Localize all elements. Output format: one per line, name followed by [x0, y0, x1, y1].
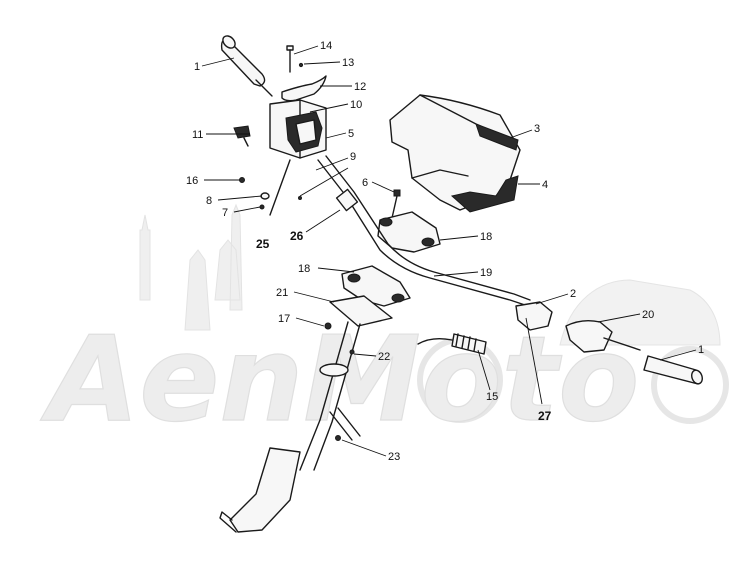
- callout-14: 14: [320, 40, 332, 52]
- callout-25: 25: [256, 237, 270, 251]
- callout-26: 26: [290, 229, 304, 243]
- callout-16: 16: [186, 175, 198, 187]
- part-switch-20: [565, 319, 641, 353]
- part-pin-9: [298, 196, 302, 200]
- callout-15: 15: [486, 391, 498, 403]
- callout-19: 19: [480, 267, 492, 279]
- callout-1-left-grip: 1: [194, 61, 200, 73]
- callout-20: 20: [642, 309, 654, 321]
- callout-23: 23: [388, 451, 400, 463]
- part-bolt-6: [391, 189, 401, 219]
- callout-7: 7: [222, 207, 228, 219]
- callout-13: 13: [342, 57, 354, 69]
- watermark-text: AenMoto: [40, 310, 639, 448]
- part-lever-12: [281, 75, 327, 102]
- callout-21: 21: [276, 287, 288, 299]
- part-cable-25: [269, 159, 291, 216]
- callout-9: 9: [350, 151, 356, 163]
- watermark-wheel-rear: [651, 346, 729, 424]
- callout-27: 27: [538, 409, 552, 423]
- callout-11: 11: [192, 129, 203, 141]
- leader-lines: [201, 45, 697, 457]
- part-switch-housing: [269, 99, 327, 159]
- callout-4: 4: [542, 179, 548, 191]
- part-bracket-21: [329, 295, 393, 327]
- watermark-cityscape: [139, 203, 243, 331]
- callout-22: 22: [378, 351, 390, 363]
- part-pin-23: [329, 407, 361, 441]
- callout-5: 5: [348, 128, 354, 140]
- part-left-grip: [220, 35, 273, 97]
- part-nut-17: [324, 322, 332, 330]
- callout-3: 3: [534, 123, 540, 135]
- part-screw-14: [286, 45, 294, 73]
- part-pin-22: [349, 349, 355, 355]
- callout-18-upper: 18: [480, 231, 492, 243]
- part-grip-heater-15: [417, 333, 487, 355]
- callouts: 1 14 13 12 10 11 5 9 16 8 7 25 26 3 4 6 …: [186, 40, 704, 463]
- watermark: AenMoto: [39, 203, 729, 449]
- part-lever-2: [515, 301, 553, 331]
- callout-17: 17: [278, 313, 290, 325]
- part-handlebar: [317, 155, 531, 307]
- part-washer-8: [260, 192, 270, 200]
- callout-18-lower: 18: [298, 263, 310, 275]
- callout-6: 6: [362, 177, 368, 189]
- part-pin-13: [298, 62, 304, 68]
- callout-10: 10: [350, 99, 362, 111]
- part-headlight-cowl: [389, 94, 521, 213]
- callout-1-right-grip: 1: [698, 344, 704, 356]
- part-right-grip: [643, 355, 703, 385]
- part-nut-16: [239, 177, 245, 183]
- part-screw-7: [259, 204, 265, 210]
- part-switch-11: [233, 125, 251, 139]
- callout-12: 12: [354, 81, 366, 93]
- callout-2: 2: [570, 288, 576, 300]
- callout-8: 8: [206, 195, 212, 207]
- part-steering-column: [219, 321, 361, 533]
